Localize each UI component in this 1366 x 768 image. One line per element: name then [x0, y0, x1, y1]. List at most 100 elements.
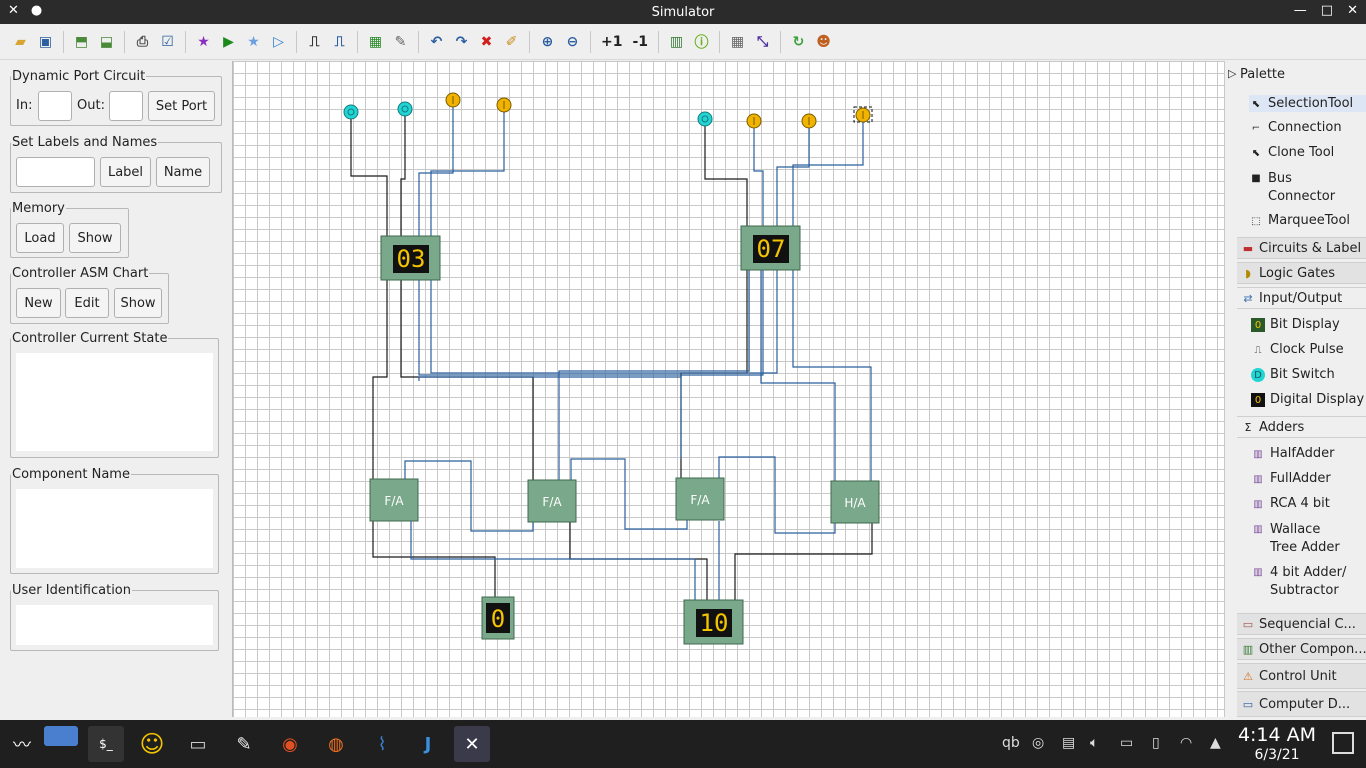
- asm-new-button[interactable]: New: [16, 288, 61, 318]
- digital-display-a[interactable]: 03: [380, 235, 441, 281]
- asm-edit-button[interactable]: Edit: [65, 288, 109, 318]
- export-icon[interactable]: ⬒: [74, 33, 89, 50]
- verify-icon[interactable]: ☑: [161, 33, 174, 50]
- users-icon[interactable]: ☻: [816, 33, 831, 50]
- palette-bit-display[interactable]: 0 Bit Display: [1251, 317, 1366, 332]
- text-editor-icon[interactable]: ✎: [236, 733, 252, 755]
- keep-above-icon[interactable]: ●: [30, 3, 43, 18]
- open-folder-icon[interactable]: ▰: [15, 33, 26, 50]
- palette-selection-tool[interactable]: ⬉ SelectionTool: [1249, 95, 1366, 112]
- star-purple-icon[interactable]: ★: [197, 33, 210, 50]
- digital-display-b[interactable]: 07: [740, 225, 801, 271]
- clock-pulse-icon[interactable]: ⎍: [309, 33, 320, 50]
- increment-button[interactable]: +1: [601, 33, 623, 50]
- palette-marquee-tool[interactable]: ⬚ MarqueeTool: [1249, 213, 1366, 228]
- delete-icon[interactable]: ✖: [480, 33, 493, 50]
- zoom-out-icon[interactable]: ⊖: [566, 33, 579, 50]
- burpsuite-icon[interactable]: ◉: [282, 733, 298, 755]
- oscilloscope-icon[interactable]: ▦: [368, 33, 383, 50]
- palette-rca-4bit[interactable]: ▥ RCA 4 bit: [1251, 496, 1366, 511]
- save-icon[interactable]: ▣: [38, 33, 53, 50]
- decrement-button[interactable]: -1: [632, 33, 649, 50]
- palette-wallace-tree[interactable]: ▥ Wallace Tree Adder: [1251, 521, 1366, 557]
- bit-switch[interactable]: [397, 101, 413, 117]
- circuit-canvas[interactable]: 03 07 F/A F/A F/A H/A 0: [232, 61, 1224, 717]
- memory-show-button[interactable]: Show: [69, 223, 121, 253]
- close-window-icon[interactable]: ✕: [8, 3, 19, 18]
- digital-display-sum-high[interactable]: 10: [683, 599, 744, 645]
- label-name-input[interactable]: [16, 157, 95, 187]
- qbittorrent-tray-icon[interactable]: qb: [1002, 735, 1020, 751]
- brush-icon[interactable]: ✐: [505, 33, 518, 50]
- palette-clock-pulse[interactable]: ⎍ Clock Pulse: [1251, 342, 1366, 357]
- palette-header[interactable]: ▷ Palette: [1225, 65, 1366, 87]
- palette-full-adder[interactable]: ▥ FullAdder: [1251, 471, 1366, 486]
- half-adder[interactable]: H/A: [830, 480, 880, 524]
- refresh-icon[interactable]: ↻: [792, 33, 805, 50]
- palette-half-adder[interactable]: ▥ HalfAdder: [1251, 446, 1366, 461]
- run-icon[interactable]: ▶: [223, 33, 234, 50]
- category-control-unit[interactable]: ⚠ Control Unit: [1237, 663, 1366, 689]
- undo-icon[interactable]: ↶: [430, 33, 443, 50]
- wire-icon[interactable]: ⤡: [756, 33, 769, 50]
- usb-tray-icon[interactable]: ▯: [1152, 735, 1160, 751]
- category-computer-design[interactable]: ▭ Computer D...: [1237, 691, 1366, 717]
- java-app-icon[interactable]: J: [424, 733, 432, 755]
- category-circuits-label[interactable]: ▬ Circuits & Label: [1237, 237, 1366, 259]
- category-adders[interactable]: Σ Adders: [1237, 416, 1366, 438]
- chip-icon[interactable]: ▥: [669, 33, 684, 50]
- palette-4bit-adder-subtractor[interactable]: ▥ 4 bit Adder/ Subtractor: [1251, 564, 1366, 600]
- emoji-icon[interactable]: ☺: [139, 730, 165, 758]
- palette-bit-switch[interactable]: D Bit Switch: [1251, 367, 1366, 382]
- waveform-icon[interactable]: ⎍: [334, 33, 345, 50]
- tray-expand-icon[interactable]: ▲: [1210, 735, 1221, 751]
- simulator-task-icon[interactable]: ✕: [454, 726, 490, 762]
- palette-digital-display[interactable]: 0 Digital Display: [1251, 392, 1366, 407]
- palette-collapse-icon[interactable]: ▷: [1228, 67, 1237, 80]
- wifi-tray-icon[interactable]: ◠: [1180, 735, 1193, 751]
- out-port-input[interactable]: [109, 91, 143, 121]
- show-desktop-icon[interactable]: [1332, 732, 1354, 754]
- zoom-in-icon[interactable]: ⊕: [541, 33, 554, 50]
- minimize-icon[interactable]: —: [1293, 3, 1307, 18]
- close-icon[interactable]: ✕: [1347, 3, 1358, 18]
- volume-tray-icon[interactable]: 🔈︎: [1090, 735, 1099, 751]
- import-icon[interactable]: ⬓: [99, 33, 114, 50]
- name-button[interactable]: Name: [156, 157, 210, 187]
- palette-connection[interactable]: ⌐ Connection: [1249, 120, 1366, 135]
- full-adder-1[interactable]: F/A: [369, 478, 419, 522]
- clipboard-tray-icon[interactable]: ▤: [1062, 735, 1076, 751]
- edit-document-icon[interactable]: ✎: [394, 33, 407, 50]
- step-icon[interactable]: ▷: [273, 33, 284, 50]
- category-logic-gates[interactable]: ◗ Logic Gates: [1237, 262, 1366, 284]
- asm-show-button[interactable]: Show: [114, 288, 162, 318]
- redo-icon[interactable]: ↷: [455, 33, 468, 50]
- wireshark-icon[interactable]: ⌇: [377, 733, 387, 755]
- print-icon[interactable]: ⎙: [136, 33, 149, 50]
- in-port-input[interactable]: [38, 91, 72, 121]
- memory-load-button[interactable]: Load: [16, 223, 64, 253]
- full-adder-3[interactable]: F/A: [675, 477, 725, 521]
- category-input-output[interactable]: ⇄ Input/Output: [1237, 287, 1366, 309]
- category-sequential[interactable]: ▭ Sequencial C...: [1237, 613, 1366, 635]
- battery-tray-icon[interactable]: ▭: [1120, 735, 1134, 751]
- firefox-icon[interactable]: ◍: [328, 733, 344, 755]
- bit-switch[interactable]: [343, 104, 359, 120]
- set-port-button[interactable]: Set Port: [148, 91, 215, 121]
- taskbar-clock[interactable]: 4:14 AM 6/3/21: [1234, 724, 1320, 764]
- network-tray-icon[interactable]: ◎: [1032, 735, 1045, 751]
- grid-icon[interactable]: ▦: [730, 33, 745, 50]
- full-adder-2[interactable]: F/A: [527, 479, 577, 523]
- info-icon[interactable]: ⓘ: [694, 34, 709, 51]
- star-blue-icon[interactable]: ★: [247, 33, 260, 50]
- desktop-icon[interactable]: [44, 726, 78, 746]
- kali-menu-icon[interactable]: 〰: [13, 735, 31, 756]
- category-other-components[interactable]: ▥ Other Compon...: [1237, 638, 1366, 660]
- palette-bus-connector[interactable]: ■ Bus Connector: [1249, 170, 1366, 206]
- digital-display-sum-low[interactable]: 0: [481, 596, 515, 640]
- terminal-icon[interactable]: $_: [88, 726, 124, 762]
- palette-clone-tool[interactable]: ⬉ Clone Tool: [1249, 145, 1366, 160]
- maximize-icon[interactable]: □: [1320, 3, 1334, 18]
- file-manager-icon[interactable]: ▭: [189, 733, 207, 755]
- bit-switch[interactable]: [697, 111, 713, 127]
